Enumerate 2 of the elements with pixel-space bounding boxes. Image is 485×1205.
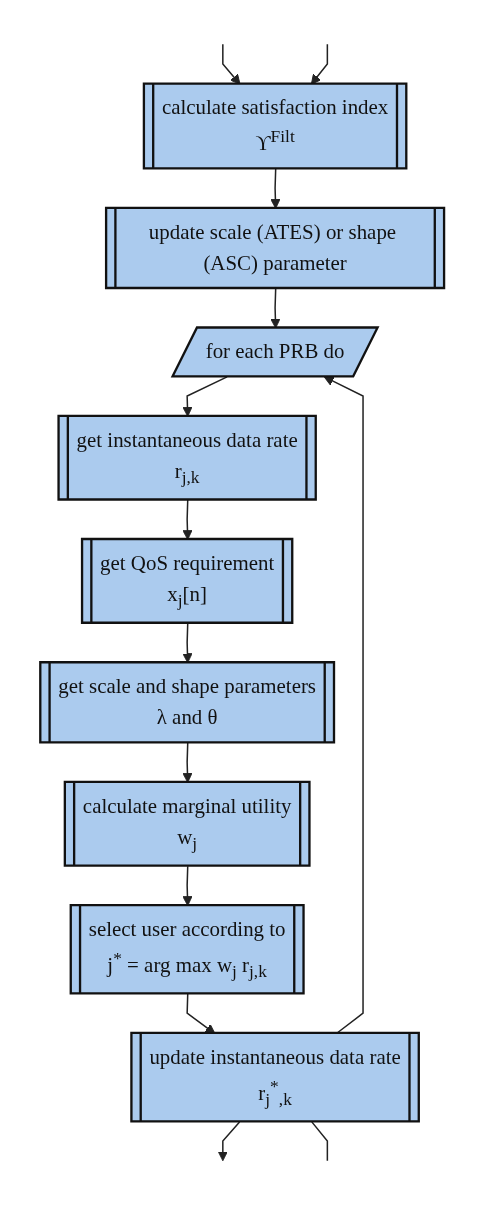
arrow — [311, 1121, 329, 1162]
arrow — [218, 1121, 241, 1162]
